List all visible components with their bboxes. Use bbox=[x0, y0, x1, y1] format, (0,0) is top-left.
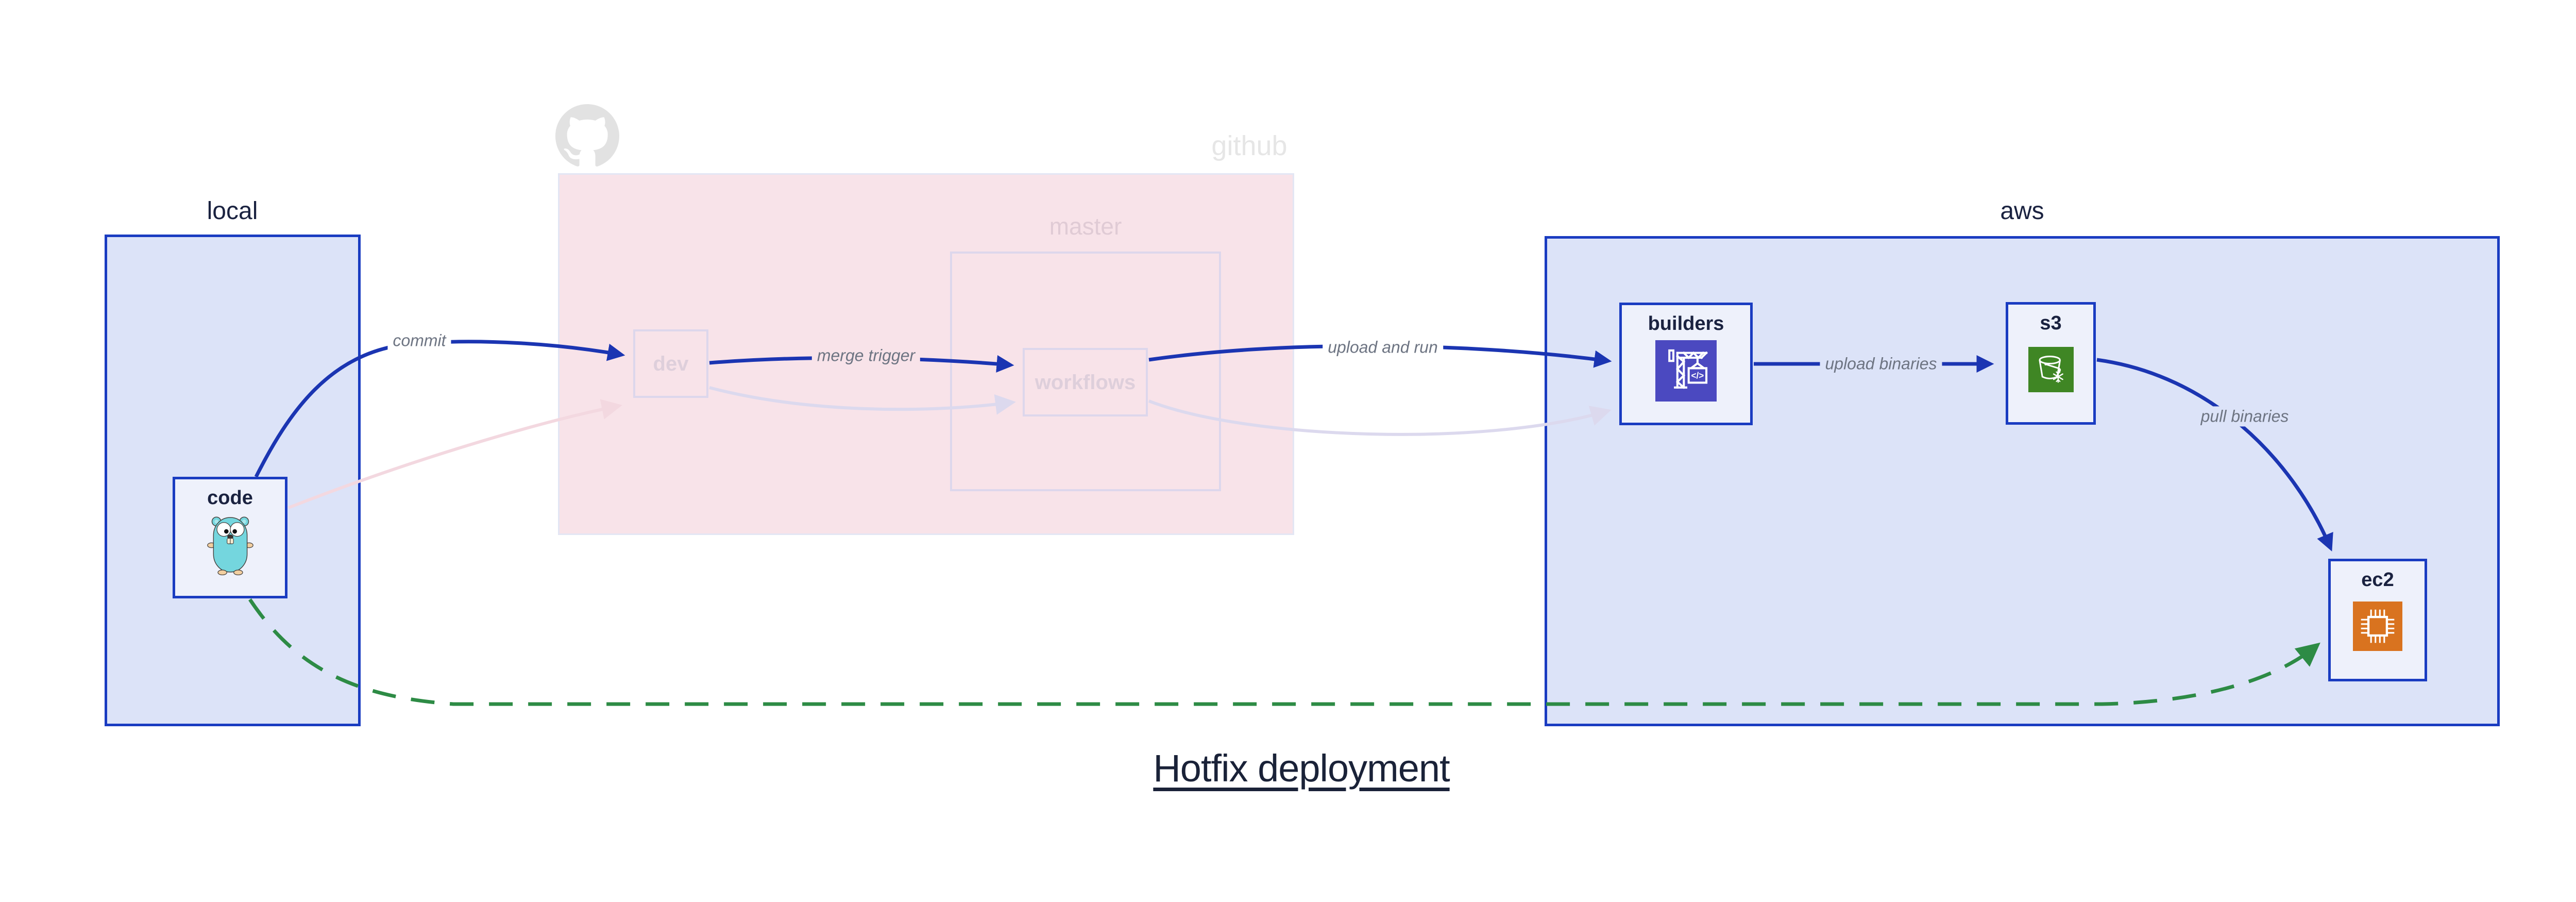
aws-ec2-chip-icon bbox=[2353, 601, 2402, 651]
edge-label-upload-binaries: upload binaries bbox=[1820, 354, 1942, 374]
node-code: code bbox=[173, 477, 287, 598]
edge-code-dev-commit bbox=[254, 340, 625, 478]
github-octocat-icon bbox=[555, 104, 619, 171]
aws-s3-glacier-bucket-icon bbox=[2028, 346, 2074, 392]
node-dev-label: dev bbox=[653, 352, 689, 375]
go-gopher-icon bbox=[206, 512, 255, 575]
node-s3-label: s3 bbox=[2040, 312, 2062, 334]
github-group-label: github bbox=[1211, 130, 1287, 161]
master-group-box bbox=[950, 252, 1221, 491]
local-group-label: local bbox=[207, 197, 258, 225]
node-dev: dev bbox=[633, 329, 708, 398]
aws-group-label: aws bbox=[2000, 197, 2044, 225]
node-code-label: code bbox=[207, 487, 253, 509]
edge-label-merge-trigger: merge trigger bbox=[811, 345, 921, 366]
node-ec2-label: ec2 bbox=[2361, 569, 2394, 591]
edge-code-dev-faded bbox=[287, 399, 622, 509]
aws-codebuild-crane-icon: </> bbox=[1655, 340, 1717, 402]
edge-code-ec2-green-dashed bbox=[248, 598, 2320, 706]
node-builders-label: builders bbox=[1648, 313, 1724, 335]
diagram-title: Hotfix deployment bbox=[1153, 747, 1450, 790]
edge-label-commit: commit bbox=[387, 330, 451, 351]
edge-label-pull-binaries: pull binaries bbox=[2195, 406, 2294, 427]
node-s3: s3 bbox=[2006, 302, 2096, 425]
edge-workflows-builders-faded bbox=[1148, 399, 1612, 436]
edge-label-upload-and-run: upload and run bbox=[1323, 337, 1443, 358]
master-group-label: master bbox=[1049, 213, 1122, 240]
svg-text:</>: </> bbox=[1691, 371, 1704, 381]
node-ec2: ec2 bbox=[2328, 559, 2427, 681]
edge-dev-workflows-faded bbox=[709, 386, 1016, 415]
node-workflows-label: workflows bbox=[1035, 371, 1136, 394]
node-builders: builders </> bbox=[1619, 303, 1753, 425]
edge-s3-ec2-pull-binaries bbox=[2096, 358, 2333, 552]
node-workflows: workflows bbox=[1023, 348, 1148, 416]
